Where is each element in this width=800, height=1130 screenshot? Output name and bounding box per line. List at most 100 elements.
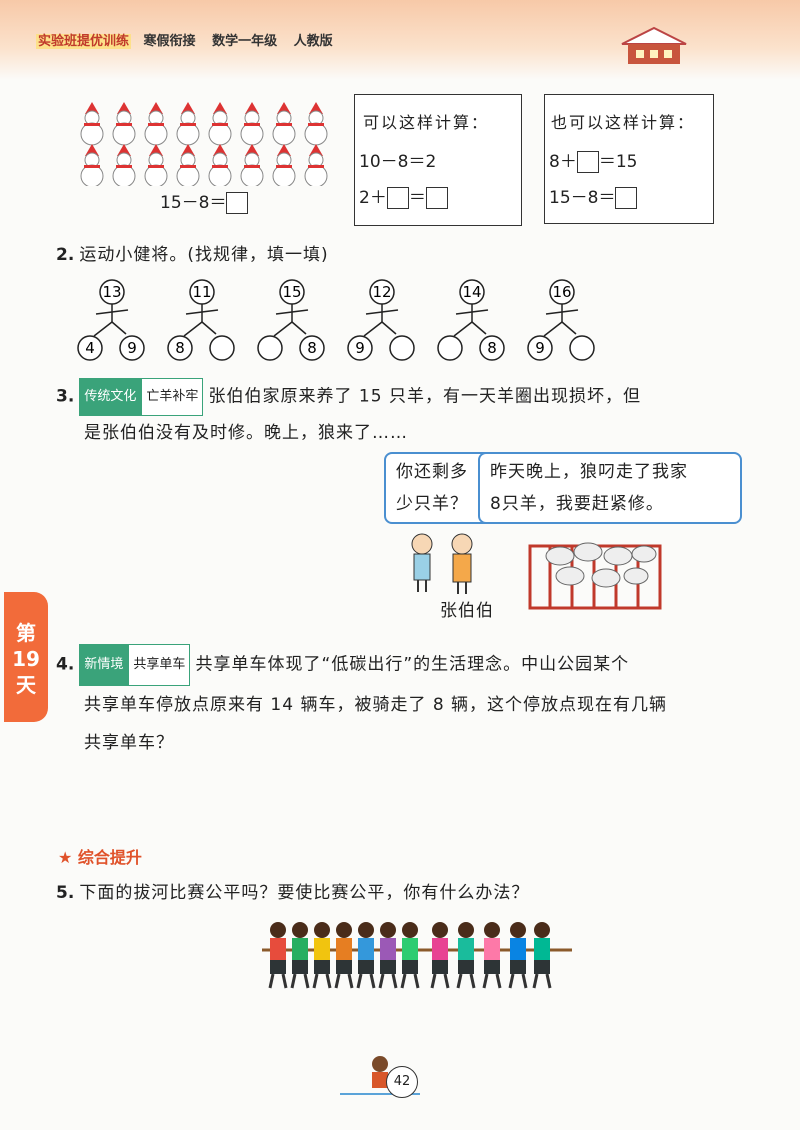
stick-figures: 13 4 9 11 8 15 8 12 9 (77, 279, 595, 361)
question-2-number: 2. (56, 245, 75, 265)
calc-box-1-line2-b: ＝ (408, 188, 426, 208)
header-edition: 人教版 (293, 34, 333, 49)
snowman-icon (304, 144, 328, 186)
child-icon (290, 922, 310, 989)
calc-box-2-title: 也可以这样计算： (551, 113, 696, 132)
question-2-text: 运动小健将。(找规律，填一填) (79, 245, 329, 265)
calc-box-2-line1: 8＋ ＝15 (549, 147, 637, 173)
section-title: 综合提升 (77, 848, 142, 867)
calc-box-2-line1-b: ＝15 (598, 152, 638, 172)
tag-shared-bike: 共享单车 (128, 644, 191, 686)
snowmen-equation: 15－8＝ (160, 188, 249, 214)
tug-of-war-illustration (262, 922, 572, 989)
snowman-icon (272, 102, 296, 146)
figure-number-left: 9 (535, 339, 545, 357)
page-number: 42 (386, 1066, 418, 1098)
figure-number-right: 8 (307, 339, 317, 357)
snowman-icon (144, 102, 168, 146)
calc-box-2: 也可以这样计算： 8＋ ＝15 15－8＝ (544, 94, 714, 224)
tag-idiom: 亡羊补牢 (141, 378, 204, 416)
calc-box-1-line2-a: 2＋ (359, 188, 387, 208)
calc-box-1-line2: 2＋ ＝ (359, 183, 448, 209)
question-3-line1: 张伯伯家原来养了 15 只羊，有一天羊圈出现损坏，但 (208, 386, 641, 407)
question-3-line2: 是张伯伯没有及时修。晚上，狼来了…… (84, 423, 408, 443)
child-icon (312, 922, 332, 989)
bubble-child-line2: 少只羊？ (396, 494, 468, 514)
tag-new-context: 新情境 (79, 644, 129, 686)
child-icon (356, 922, 376, 989)
question-4-line2: 共享单车停放点原来有 14 辆车，被骑走了 8 辆，这个停放点现在有几辆 (84, 695, 668, 715)
calc-box-1-line1: 10－8＝2 (359, 152, 437, 172)
stick-figure (167, 279, 235, 361)
question-3: 3. 传统文化亡羊补牢 张伯伯家原来养了 15 只羊，有一天羊圈出现损坏，但 是… (56, 378, 756, 450)
answer-box[interactable] (425, 187, 448, 209)
header-bar: 实验班提优训练 寒假衔接 数学一年级 人教版 (36, 30, 345, 49)
stick-figure (527, 279, 595, 361)
question-4-line1: 共享单车体现了“低碳出行”的生活理念。中山公园某个 (195, 654, 630, 675)
snowman-icon (304, 102, 328, 146)
page-footer-figure (340, 1056, 420, 1095)
calc-box-1: 可以这样计算： 10－8＝2 2＋ ＝ (354, 94, 522, 226)
tag-traditional-culture: 传统文化 (79, 378, 142, 416)
snowman-icon (208, 102, 232, 146)
calc-box-2-line2-text: 15－8＝ (549, 188, 616, 208)
child-icon (532, 922, 552, 989)
calc-box-2-line1-a: 8＋ (549, 152, 577, 172)
snowman-icon (176, 102, 200, 146)
calc-box-2-line2: 15－8＝ (549, 183, 638, 209)
answer-box[interactable] (615, 187, 638, 209)
question-5-text: 下面的拔河比赛公平吗？要使比赛公平，你有什么办法？ (79, 883, 530, 903)
child-icon (334, 922, 354, 989)
question-4-number: 4. (56, 654, 75, 675)
header-course: 数学一年级 (212, 34, 278, 49)
snowman-icon (176, 144, 200, 186)
snowman-icon (272, 144, 296, 186)
figure-number-top: 15 (282, 283, 301, 301)
figure-number-top: 11 (192, 283, 211, 301)
question-5-number: 5. (56, 883, 75, 903)
sheep-group (545, 542, 657, 588)
page-header: 实验班提优训练 寒假衔接 数学一年级 人教版 (0, 0, 800, 80)
bubble-uncle-line1: 昨天晚上，狼叼走了我家 (490, 462, 688, 482)
figure-number-top: 14 (462, 283, 481, 301)
brand-title: 实验班提优训练 (36, 34, 132, 49)
snowman-icon (240, 102, 264, 146)
figure-number-right: 8 (487, 339, 497, 357)
day-side-tab: 第 19 天 (4, 592, 48, 722)
house-icon (621, 26, 687, 64)
answer-box[interactable] (226, 192, 249, 214)
bubble-child-line1: 你还剩多 (396, 462, 468, 482)
question-5: 5. 下面的拔河比赛公平吗？要使比赛公平，你有什么办法？ (56, 878, 529, 903)
question-4: 4. 新情境共享单车 共享单车体现了“低碳出行”的生活理念。中山公园某个 共享单… (56, 644, 756, 762)
figure-number-top: 12 (372, 283, 391, 301)
header-subtitle: 寒假衔接 (143, 34, 196, 49)
question-4-line1-wrap: 4. 新情境共享单车 共享单车体现了“低碳出行”的生活理念。中山公园某个 (56, 644, 756, 686)
child-icon (430, 922, 450, 989)
side-tab-l1: 第 (16, 621, 36, 645)
speech-bubble-uncle: 昨天晚上，狼叼走了我家 8只羊，我要赶紧修。 (478, 452, 742, 524)
child-figure (411, 533, 433, 592)
side-tab-l2: 19 (12, 647, 40, 671)
answer-box[interactable] (386, 187, 409, 209)
figure-number-top: 13 (102, 283, 121, 301)
sheep-pen-illustration (411, 533, 662, 610)
snowman-icon (144, 144, 168, 186)
section-heading: ★ 综合提升 (58, 844, 142, 868)
snowman-icon (80, 144, 104, 186)
child-icon (508, 922, 528, 989)
snowmen-equation-text: 15－8＝ (160, 193, 227, 213)
child-icon (482, 922, 502, 989)
runner-icon (372, 1056, 388, 1072)
figure-number-left: 4 (85, 339, 95, 357)
snowman-icon (208, 144, 232, 186)
question-4-line3: 共享单车？ (84, 733, 174, 753)
question-3-line1-wrap: 3. 传统文化亡羊补牢 张伯伯家原来养了 15 只羊，有一天羊圈出现损坏，但 (56, 378, 756, 416)
figure-number-left: 9 (355, 339, 365, 357)
snowman-icon (112, 102, 136, 146)
stick-figure (347, 279, 415, 361)
snowmen-group (80, 102, 328, 186)
calc-box-1-title: 可以这样计算： (363, 113, 490, 132)
answer-box[interactable] (576, 151, 599, 173)
figure-number-right: 9 (127, 339, 137, 357)
child-icon (400, 922, 420, 989)
